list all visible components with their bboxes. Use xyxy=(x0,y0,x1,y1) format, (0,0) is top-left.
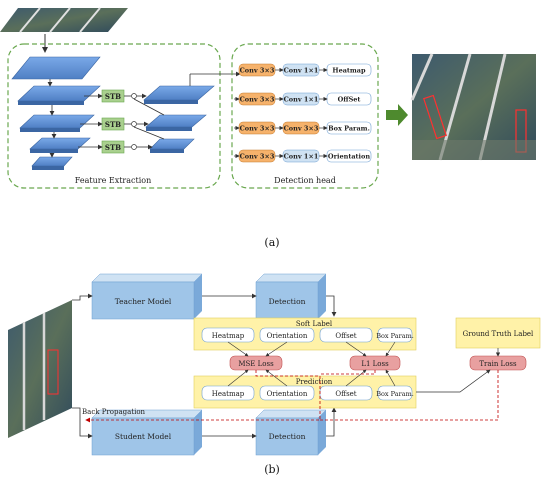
fpn-layer-2 xyxy=(145,114,207,131)
kd-input-image xyxy=(8,300,72,438)
stb-block-1: STB xyxy=(101,89,125,103)
backbone-connectors xyxy=(47,79,57,158)
back-propagation-label: Back Propagation xyxy=(82,408,146,416)
output-arrow xyxy=(386,104,408,126)
svg-text:Orientation: Orientation xyxy=(267,332,308,340)
svg-text:Train Loss: Train Loss xyxy=(479,360,517,368)
svg-text:L1 Loss: L1 Loss xyxy=(361,360,389,368)
svg-text:Conv 3×3: Conv 3×3 xyxy=(240,153,275,161)
head-row-box-param: Conv 3×3 Conv 3×3 Box Param. xyxy=(238,121,372,135)
model-input-arrows xyxy=(72,293,337,439)
svg-text:Offset: Offset xyxy=(335,390,356,398)
fpn-layer-1 xyxy=(143,85,215,104)
svg-text:Conv 3×3: Conv 3×3 xyxy=(240,96,275,104)
fpn-layer-3 xyxy=(149,138,195,153)
svg-text:Detection: Detection xyxy=(269,432,306,441)
panel-a-label: (a) xyxy=(264,236,279,249)
svg-text:STB: STB xyxy=(105,92,121,101)
soft-label-title: Soft Label xyxy=(296,320,333,328)
teacher-model-block: Teacher Model xyxy=(91,273,203,320)
svg-text:Conv 1×1: Conv 1×1 xyxy=(284,96,319,104)
svg-text:STB: STB xyxy=(105,143,121,152)
svg-text:Ground Truth Label: Ground Truth Label xyxy=(463,330,534,338)
stb-input-arrows xyxy=(78,93,103,150)
svg-text:OffSet: OffSet xyxy=(338,96,361,104)
svg-text:Student Model: Student Model xyxy=(115,432,172,441)
head-arrows xyxy=(234,67,328,159)
train-loss-arrows xyxy=(416,348,501,393)
mse-loss-box: MSE Loss xyxy=(229,355,283,371)
svg-text:Conv 1×1: Conv 1×1 xyxy=(284,67,319,75)
svg-text:Detection: Detection xyxy=(269,297,306,306)
svg-text:Teacher Model: Teacher Model xyxy=(115,297,172,306)
panel-b-label: (b) xyxy=(264,463,280,476)
svg-text:Conv 3×3: Conv 3×3 xyxy=(240,125,275,133)
prediction-items: Heatmap Orientation Offset Box Param. xyxy=(201,385,414,401)
svg-text:Box Param.: Box Param. xyxy=(376,332,414,340)
svg-text:MSE Loss: MSE Loss xyxy=(238,360,274,368)
svg-text:Conv 3×3: Conv 3×3 xyxy=(284,125,319,133)
backbone-layer-1 xyxy=(11,56,101,80)
svg-text:Heatmap: Heatmap xyxy=(212,390,245,398)
backbone-layer-2 xyxy=(17,85,101,105)
svg-text:Heatmap: Heatmap xyxy=(332,67,366,75)
feature-extraction-box xyxy=(7,43,221,189)
backbone-layer-5 xyxy=(31,156,73,170)
head-row-orientation: Conv 3×3 Conv 1×1 Orientation xyxy=(238,149,372,163)
svg-text:Conv 1×1: Conv 1×1 xyxy=(284,153,319,161)
head-row-offset: Conv 3×3 Conv 1×1 OffSet xyxy=(238,92,372,106)
backbone-layer-4 xyxy=(29,137,91,153)
svg-text:Box Param.: Box Param. xyxy=(328,125,370,133)
l1-loss-box: L1 Loss xyxy=(349,355,401,371)
feature-extraction-title: Feature Extraction xyxy=(75,176,151,185)
svg-text:Offset: Offset xyxy=(335,332,356,340)
loss-input-arrows xyxy=(227,341,396,387)
output-detection-image xyxy=(410,53,536,161)
prediction-title: Prediction xyxy=(296,378,333,386)
svg-text:Box Param.: Box Param. xyxy=(376,390,414,398)
svg-text:Orientation: Orientation xyxy=(328,153,370,161)
stb-block-3: STB xyxy=(101,140,125,154)
ground-truth-box: Ground Truth Label xyxy=(455,317,541,349)
soft-label-items: Heatmap Orientation Offset Box Param. xyxy=(201,327,414,343)
student-model-block: Student Model xyxy=(91,409,203,456)
input-satellite-image xyxy=(0,7,128,33)
svg-text:Conv 3×3: Conv 3×3 xyxy=(240,67,275,75)
svg-text:Orientation: Orientation xyxy=(267,390,308,398)
detection-block-top: Detection xyxy=(255,273,327,320)
svg-text:STB: STB xyxy=(105,120,121,129)
detection-head-title: Detection head xyxy=(274,176,336,185)
head-row-heatmap: Conv 3×3 Conv 1×1 Heatmap xyxy=(238,63,372,77)
backbone-layer-3 xyxy=(19,114,95,132)
svg-text:Heatmap: Heatmap xyxy=(212,332,245,340)
fpn-arrows xyxy=(124,71,241,150)
detection-head-box xyxy=(231,43,379,189)
fusion-nodes xyxy=(131,93,137,150)
train-loss-box: Train Loss xyxy=(469,355,527,371)
detection-block-bottom: Detection xyxy=(255,409,327,456)
stb-block-2: STB xyxy=(101,117,125,131)
back-propagation-lines xyxy=(85,370,499,423)
